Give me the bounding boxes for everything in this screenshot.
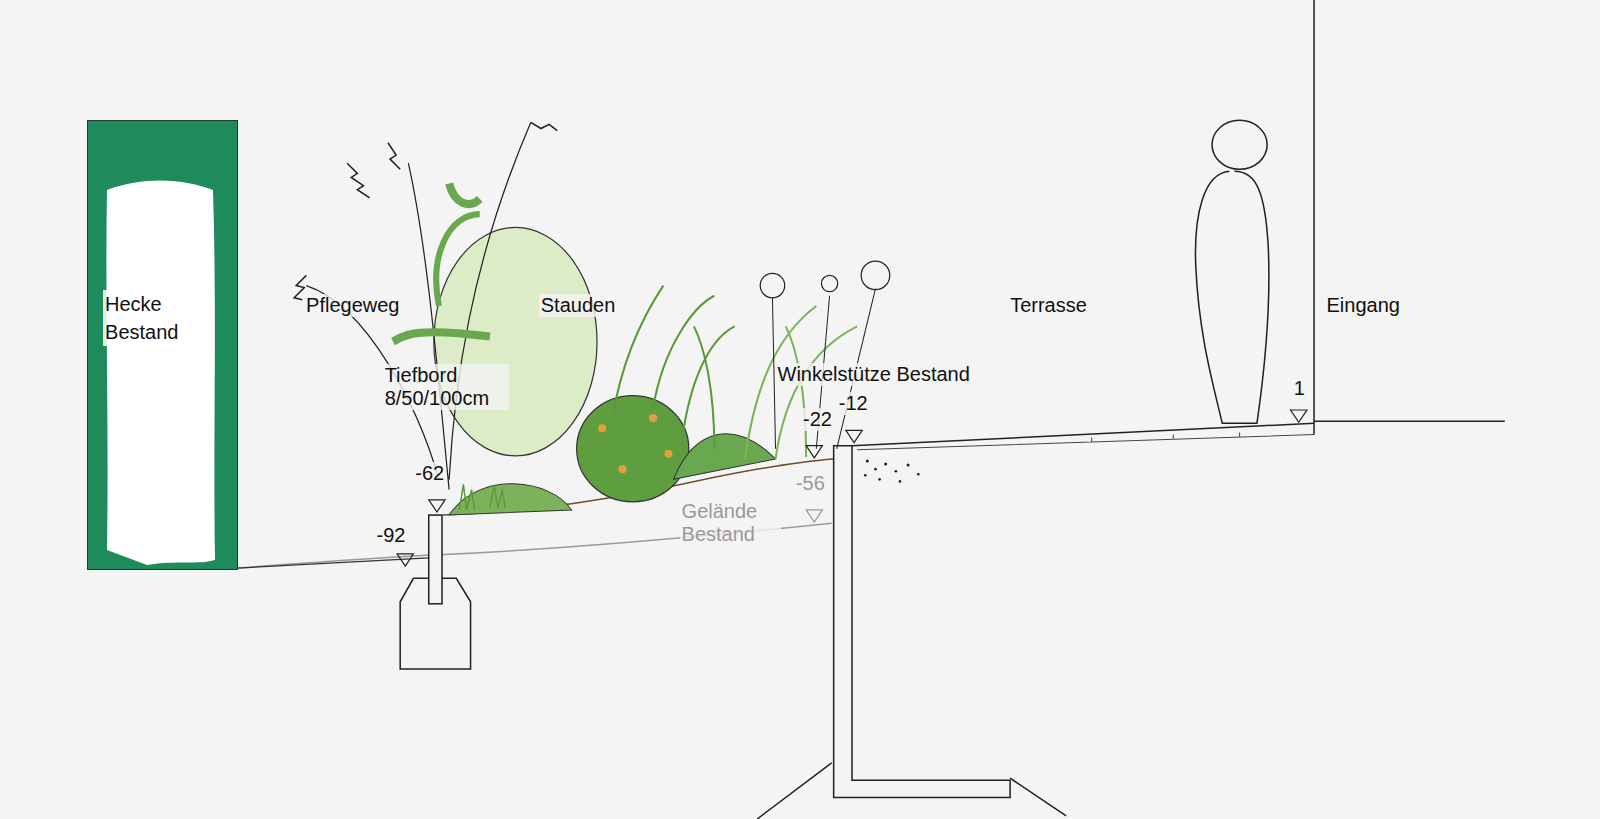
area-label: Stauden bbox=[539, 294, 618, 317]
floor-line bbox=[1314, 420, 1505, 422]
person-head bbox=[1212, 120, 1267, 169]
part-label: Winkelstütze Bestand bbox=[776, 363, 972, 386]
person-body bbox=[1195, 171, 1268, 423]
level-number: -56 bbox=[794, 472, 827, 495]
terrain-label: Gelände Bestand bbox=[680, 500, 781, 546]
level-number: -62 bbox=[413, 462, 446, 485]
hedge-label: Hecke Bestand bbox=[103, 290, 209, 346]
area-label: Eingang bbox=[1324, 294, 1401, 317]
terrace-paving bbox=[857, 432, 1314, 449]
planting bbox=[294, 122, 890, 515]
area-label: Terrasse bbox=[1008, 294, 1089, 317]
level-markers bbox=[397, 410, 1307, 566]
level-number: -22 bbox=[801, 408, 834, 431]
wall-foundation bbox=[757, 763, 1066, 819]
part-label: Tiefbord 8/50/100cm bbox=[383, 364, 509, 410]
level-marker-existing bbox=[806, 510, 822, 522]
area-label: Pflegeweg bbox=[304, 294, 401, 317]
level-number: 1 bbox=[1292, 377, 1307, 400]
angle-wall bbox=[834, 446, 1010, 798]
curb bbox=[429, 515, 442, 604]
level-number: -92 bbox=[374, 524, 407, 547]
hedge-shape: Hecke Bestand bbox=[87, 120, 238, 570]
level-number: -12 bbox=[837, 392, 870, 415]
building-wall bbox=[1313, 0, 1315, 434]
path-surface bbox=[237, 558, 429, 568]
gravel bbox=[864, 459, 920, 482]
